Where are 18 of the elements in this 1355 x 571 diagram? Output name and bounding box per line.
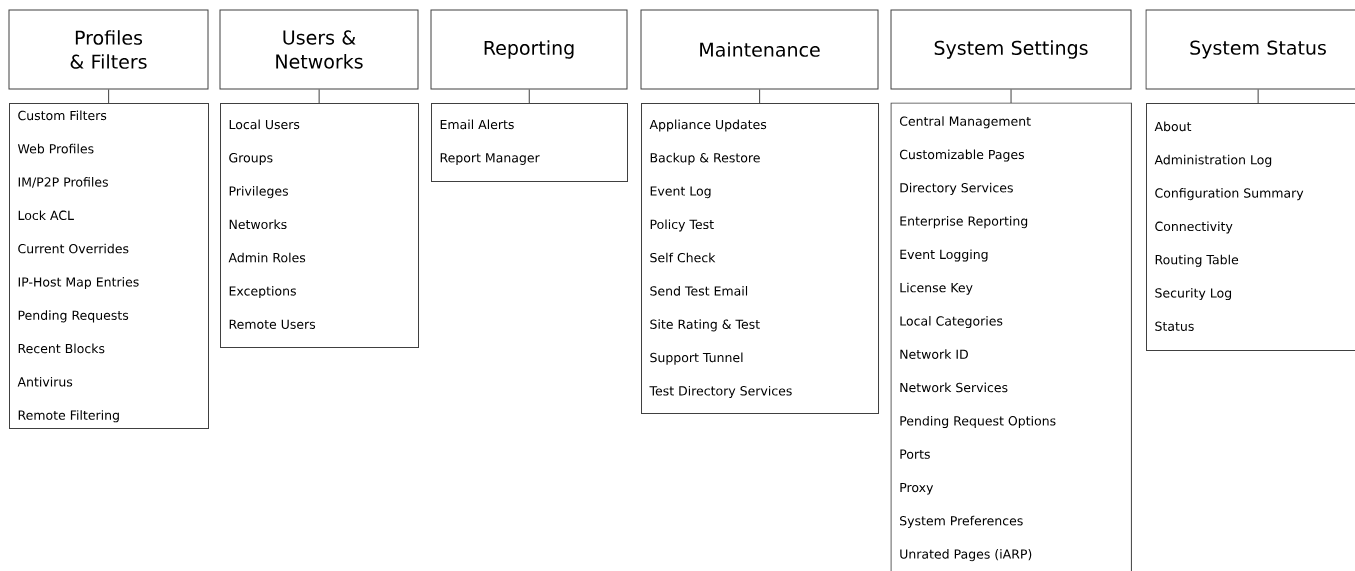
menu-list-box: About Administration Log Configuration Summary Connectivity Routing Table Security Log Status (1146, 103, 1355, 351)
menu-header-box: System Settings (890, 9, 1132, 90)
menu-list-box: Custom Filters Web Profiles IM/P2P Profiles Lock ACL Current Overrides IP-Host Map Entries Pending Requests Recent Blocks Antivirus Remote Filtering (9, 103, 209, 429)
menu-header-box: Reporting (430, 9, 628, 90)
connector-line (528, 89, 530, 104)
connector-line (1257, 89, 1259, 104)
menu-list-box: Appliance Updates Backup & Restore Event Log Policy Test Self Check Send Test Email Site Rating & Test Support Tunnel Test Directory Services (641, 103, 879, 414)
menu-list-box: Local Users Groups Privileges Networks Admin Roles Exceptions Remote Users (220, 103, 419, 348)
menu-header-box: Maintenance (640, 9, 879, 90)
menu-header-box: Profiles & Filters (8, 9, 209, 90)
menu-header-box: Users & Networks (219, 9, 419, 90)
connector-line (318, 89, 320, 104)
connector-line (1010, 89, 1012, 104)
menu-list-box: Email Alerts Report Manager (431, 103, 628, 182)
connector-line (759, 89, 761, 104)
menu-list-box: Central Management Customizable Pages Directory Services Enterprise Reporting Event Logging License Key Local Categories Network ID Network Services Pending Request Options Ports Proxy System Preferences Unrated Pages (iARP) (890, 102, 1132, 571)
menu-header-box: System Status (1145, 9, 1355, 90)
connector-line (108, 89, 110, 104)
